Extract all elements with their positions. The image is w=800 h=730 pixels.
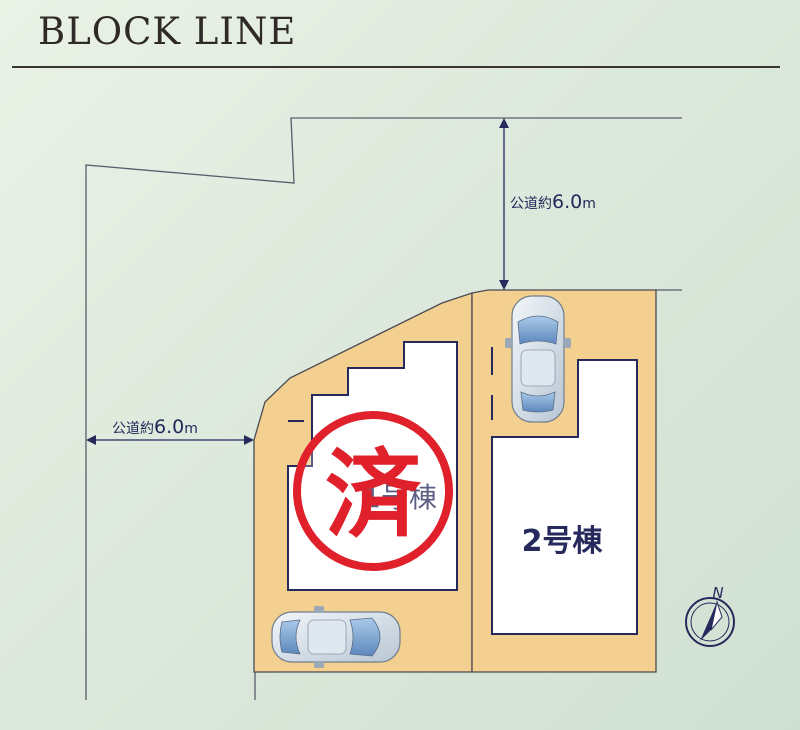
title-underline (12, 66, 780, 68)
svg-text:公道約6.0m: 公道約6.0m (510, 191, 596, 213)
building-1-label: 1号棟 (363, 481, 437, 514)
compass-north-label: N (712, 584, 723, 602)
building-2-label: 2号棟 (522, 524, 604, 559)
building-2-footprint (491, 359, 638, 635)
north-compass-icon: N (685, 584, 735, 647)
parked-car-vertical (505, 295, 571, 423)
road-left-dimension (86, 435, 254, 445)
sold-stamp: 済 (293, 411, 453, 571)
road-left-value: 6.0 (154, 416, 184, 438)
road-left-label: 公道約 (112, 421, 154, 437)
svg-text:公道約6.0m: 公道約6.0m (112, 416, 198, 438)
road-top-dimension (499, 118, 509, 290)
road-top-label: 公道約 (510, 196, 552, 212)
road-top-value: 6.0 (552, 191, 582, 213)
road-top-unit: m (582, 196, 596, 212)
parked-car-horizontal (271, 606, 401, 668)
road-boundaries (85, 117, 682, 700)
sold-stamp-text: 済 (325, 439, 422, 551)
building-1-footprint (287, 341, 458, 591)
road-left-unit: m (184, 421, 198, 437)
page-title: BLOCK LINE (38, 10, 297, 53)
